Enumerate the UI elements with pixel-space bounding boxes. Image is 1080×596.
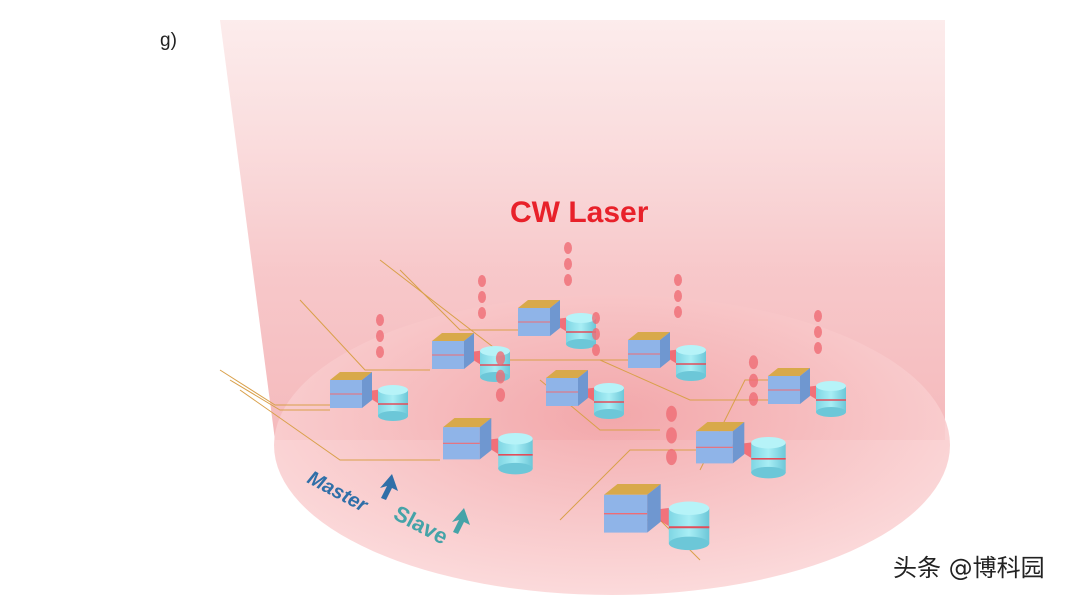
photon-mark [666, 427, 677, 444]
master-slave-pair [604, 405, 710, 551]
photon-mark [592, 328, 600, 340]
photon-mark [478, 275, 486, 287]
photon-mark [376, 346, 384, 358]
slave-laser-cylinder [676, 345, 706, 381]
photon-mark [376, 314, 384, 326]
photon-mark [495, 369, 506, 384]
photon-mark [564, 242, 572, 254]
master-laser-box [768, 368, 810, 404]
photon-mark [748, 392, 759, 406]
photon-mark [674, 274, 682, 286]
photon-mark [748, 355, 759, 370]
photon-mark [592, 312, 600, 324]
photon-mark [495, 351, 506, 366]
master-laser-box [604, 484, 661, 533]
photon-mark [814, 326, 822, 338]
photon-mark [478, 307, 486, 319]
photon-mark [564, 274, 572, 286]
master-slave-pair [432, 275, 510, 382]
master-slave-pair [443, 351, 533, 475]
master-slave-pair [330, 314, 408, 421]
slave-laser-cylinder [378, 385, 408, 421]
photon-mark [495, 388, 506, 402]
slave-laser-cylinder [480, 346, 510, 382]
photon-mark [814, 310, 822, 322]
master-laser-box [518, 300, 560, 336]
device-array [330, 242, 846, 551]
slave-laser-cylinder [498, 432, 533, 475]
slave-laser-cylinder [566, 313, 596, 349]
master-laser-box [628, 332, 670, 368]
photon-mark [674, 306, 682, 318]
slave-laser-cylinder [668, 501, 710, 551]
photon-mark [376, 330, 384, 342]
photon-mark [564, 258, 572, 270]
master-laser-box [546, 370, 588, 406]
master-slave-pair [518, 242, 596, 349]
slave-laser-cylinder [594, 383, 624, 419]
photon-mark [814, 342, 822, 354]
master-laser-box [696, 422, 745, 464]
photon-mark [748, 373, 759, 388]
watermark: 头条 @博科园 [893, 554, 1045, 582]
slave-laser-cylinder [751, 436, 786, 479]
master-laser-box [330, 372, 372, 408]
master-arrow-icon [380, 474, 398, 500]
master-slave-pair [768, 310, 846, 417]
photon-mark [666, 405, 677, 422]
master-slave-pair [696, 355, 786, 479]
master-laser-box [432, 333, 474, 369]
photon-mark [666, 448, 677, 466]
slave-arrow-icon [452, 508, 470, 534]
photon-mark [478, 291, 486, 303]
chip-disc [274, 295, 950, 595]
slave-laser-cylinder [816, 381, 846, 417]
master-laser-box [443, 418, 492, 460]
panel-label: g) [160, 30, 177, 51]
master-slave-pair [628, 274, 706, 381]
cw-laser-title: CW Laser [510, 196, 649, 229]
master-slave-pair [546, 312, 624, 419]
photon-mark [674, 290, 682, 302]
photon-mark [592, 344, 600, 356]
